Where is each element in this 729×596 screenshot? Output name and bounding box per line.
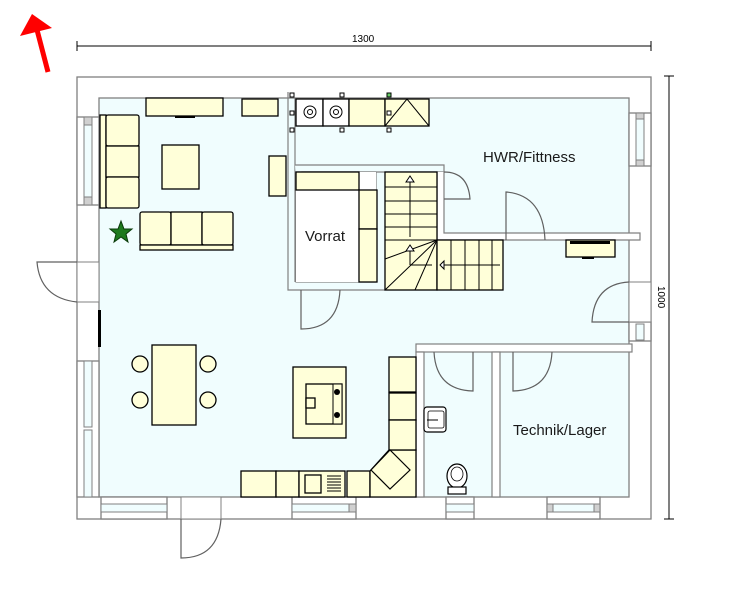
sofa-left[interactable] — [99, 114, 140, 209]
dining-table[interactable] — [131, 344, 217, 426]
room-label-technik[interactable]: Technik/Lager — [513, 422, 607, 439]
hwr-wall-unit[interactable] — [565, 239, 616, 259]
sideboard-top[interactable] — [145, 97, 224, 118]
shelf-top[interactable] — [241, 98, 279, 117]
height-dimension-line — [664, 75, 674, 520]
coffee-table[interactable] — [161, 144, 200, 190]
room-label-hwr[interactable]: HWR/Fittness — [483, 149, 576, 166]
toilet-icon[interactable] — [446, 463, 468, 495]
height-dimension-label: 1000 — [655, 286, 666, 309]
side-cabinet[interactable] — [268, 155, 287, 197]
kitchen-counter[interactable] — [240, 356, 417, 498]
doors[interactable] — [36, 171, 652, 559]
plant-icon[interactable] — [108, 219, 134, 244]
kitchen-island[interactable] — [292, 366, 347, 439]
windows[interactable] — [76, 112, 652, 520]
kitchen-counter-top[interactable] — [289, 92, 430, 133]
sink-icon[interactable] — [423, 406, 447, 433]
wall-tv — [98, 310, 101, 347]
rotation-handle[interactable] — [386, 92, 392, 98]
room-label-vorrat[interactable]: Vorrat — [305, 228, 346, 245]
width-dimension-line — [76, 41, 652, 51]
staircase[interactable] — [384, 171, 504, 291]
pantry-shelves[interactable] — [295, 171, 378, 283]
sofa-bottom[interactable] — [139, 211, 234, 251]
north-arrow-icon — [20, 14, 52, 73]
width-dimension-label: 1300 — [352, 34, 375, 45]
